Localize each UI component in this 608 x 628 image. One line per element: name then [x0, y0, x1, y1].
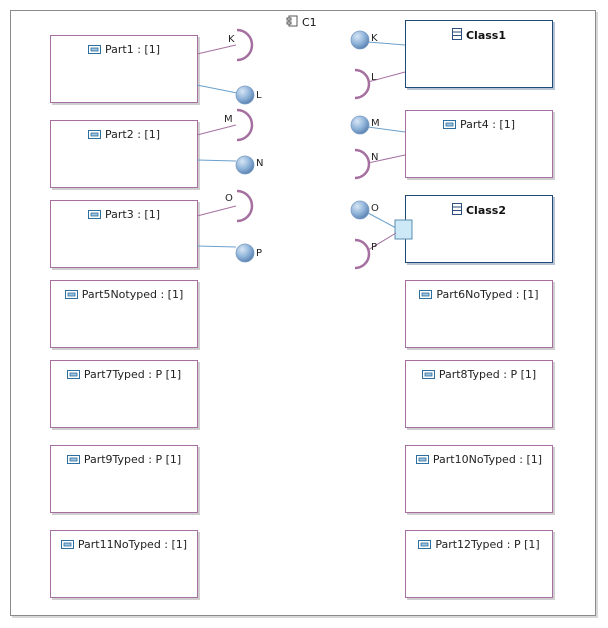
class1-box[interactable]: Class1 — [405, 20, 553, 88]
part6-label: Part6NoTyped : [1] — [436, 288, 539, 301]
part-icon — [64, 290, 78, 299]
label-o-right: O — [371, 203, 379, 214]
part3-title: Part3 : [1] — [51, 208, 197, 221]
class1-title: Class1 — [406, 28, 552, 42]
part12-title: Part12Typed : P [1] — [406, 538, 552, 551]
lollipop-m-right[interactable] — [350, 115, 370, 135]
class2-title: Class2 — [406, 203, 552, 217]
part6-title: Part6NoTyped : [1] — [406, 288, 552, 301]
part12-label: Part12Typed : P [1] — [435, 538, 540, 551]
part-icon — [66, 455, 80, 464]
label-l-left: L — [256, 90, 262, 101]
label-n-right: N — [371, 152, 378, 163]
socket-m-left[interactable] — [236, 108, 254, 142]
lollipop-o-right[interactable] — [350, 200, 370, 220]
socket-k-left[interactable] — [236, 28, 254, 62]
part10-box[interactable]: Part10NoTyped : [1] — [405, 445, 553, 513]
part-icon — [443, 120, 456, 129]
label-k-right: K — [371, 33, 378, 44]
socket-p-right[interactable] — [354, 238, 371, 270]
label-k-left: K — [228, 34, 235, 45]
part1-title: Part1 : [1] — [51, 43, 197, 56]
label-l-right: L — [371, 72, 377, 83]
part3-box[interactable]: Part3 : [1] — [50, 200, 198, 268]
socket-n-right[interactable] — [354, 148, 371, 180]
component-icon — [286, 15, 298, 27]
part-icon — [419, 290, 433, 299]
socket-o-left[interactable] — [236, 189, 254, 223]
class1-label: Class1 — [465, 29, 506, 42]
part-icon — [88, 130, 101, 139]
socket-line-o-left — [196, 205, 237, 217]
part9-label: Part9Typed : P [1] — [83, 453, 182, 466]
part-icon — [415, 455, 429, 464]
class2-port[interactable] — [394, 219, 413, 240]
part8-title: Part8Typed : P [1] — [406, 368, 552, 381]
part11-box[interactable]: Part11NoTyped : [1] — [50, 530, 198, 598]
part4-title: Part4 : [1] — [406, 118, 552, 131]
part11-label: Part11NoTyped : [1] — [77, 538, 188, 551]
class-icon — [451, 28, 462, 40]
part7-label: Part7Typed : P [1] — [83, 368, 182, 381]
part10-label: Part10NoTyped : [1] — [432, 453, 543, 466]
lollipop-p-left[interactable] — [235, 243, 255, 263]
part-icon — [418, 540, 432, 549]
component-name: C1 — [302, 16, 317, 29]
socket-l-right[interactable] — [354, 68, 371, 100]
lollipop-k-right[interactable] — [350, 30, 370, 50]
part5-title: Part5Notyped : [1] — [51, 288, 197, 301]
part5-label: Part5Notyped : [1] — [81, 288, 184, 301]
lollipop-line-o-right — [367, 212, 397, 229]
part8-label: Part8Typed : P [1] — [438, 368, 537, 381]
part10-title: Part10NoTyped : [1] — [406, 453, 552, 466]
part-icon — [60, 540, 74, 549]
part1-box[interactable]: Part1 : [1] — [50, 35, 198, 103]
class2-box[interactable]: Class2 — [405, 195, 553, 263]
component-title: C1 — [286, 15, 317, 29]
label-o-left: O — [225, 193, 233, 204]
label-p-right: P — [371, 242, 377, 253]
part-icon — [88, 45, 101, 54]
lollipop-l-left[interactable] — [235, 85, 255, 105]
label-m-left: M — [224, 114, 233, 125]
label-n-left: N — [256, 158, 263, 169]
part1-label: Part1 : [1] — [105, 43, 160, 56]
lollipop-n-left[interactable] — [235, 155, 255, 175]
lollipop-line-l-left — [196, 84, 238, 94]
part3-label: Part3 : [1] — [105, 208, 160, 221]
lollipop-line-p-left — [196, 245, 237, 248]
class-icon — [451, 203, 462, 215]
part7-title: Part7Typed : P [1] — [51, 368, 197, 381]
part8-box[interactable]: Part8Typed : P [1] — [405, 360, 553, 428]
part4-box[interactable]: Part4 : [1] — [405, 110, 553, 178]
label-m-right: M — [371, 118, 380, 129]
lollipop-line-n-left — [196, 159, 237, 162]
part4-label: Part4 : [1] — [460, 118, 515, 131]
part9-title: Part9Typed : P [1] — [51, 453, 197, 466]
socket-line-n-right — [367, 154, 406, 164]
lollipop-line-m-right — [367, 126, 406, 133]
part2-box[interactable]: Part2 : [1] — [50, 120, 198, 188]
part-icon — [66, 370, 80, 379]
part6-box[interactable]: Part6NoTyped : [1] — [405, 280, 553, 348]
part5-box[interactable]: Part5Notyped : [1] — [50, 280, 198, 348]
socket-line-k-left — [196, 44, 237, 55]
label-p-left: P — [256, 248, 262, 259]
part7-box[interactable]: Part7Typed : P [1] — [50, 360, 198, 428]
socket-line-p-right — [367, 232, 397, 251]
part9-box[interactable]: Part9Typed : P [1] — [50, 445, 198, 513]
socket-line-l-right — [367, 71, 406, 83]
part-icon — [421, 370, 435, 379]
class2-label: Class2 — [465, 204, 506, 217]
socket-line-m-left — [196, 124, 237, 136]
part2-label: Part2 : [1] — [105, 128, 160, 141]
part-icon — [88, 210, 101, 219]
part11-title: Part11NoTyped : [1] — [51, 538, 197, 551]
part12-box[interactable]: Part12Typed : P [1] — [405, 530, 553, 598]
part2-title: Part2 : [1] — [51, 128, 197, 141]
lollipop-line-k-right — [367, 41, 406, 46]
